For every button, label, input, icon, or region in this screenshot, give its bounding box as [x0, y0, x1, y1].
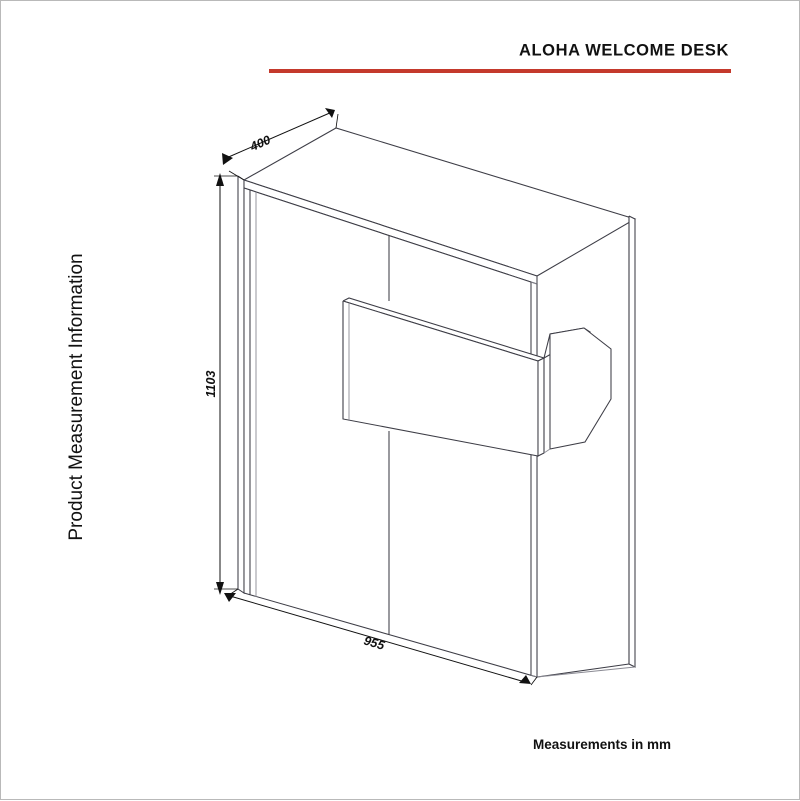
front-left-corner-post: [249, 190, 257, 597]
front-right-corner-post: [530, 281, 538, 678]
side-wing-shelf: [543, 327, 612, 454]
dimension-label-955: 955: [362, 634, 387, 653]
left-side-panel: [237, 175, 245, 594]
dimension-width-955: 955: [224, 588, 538, 686]
title-block: ALOHA WELCOME DESK: [1, 1, 800, 91]
back-panel: [628, 215, 636, 668]
dimension-height-1103: 1103: [204, 173, 238, 595]
dimension-label-400: 400: [247, 133, 273, 155]
transaction-shelf: [342, 297, 546, 457]
page-title: ALOHA WELCOME DESK: [518, 41, 729, 60]
title-accent-rule: [269, 69, 731, 73]
measurement-unit-note: Measurements in mm: [533, 737, 672, 752]
dimension-label-1103: 1103: [204, 371, 218, 398]
